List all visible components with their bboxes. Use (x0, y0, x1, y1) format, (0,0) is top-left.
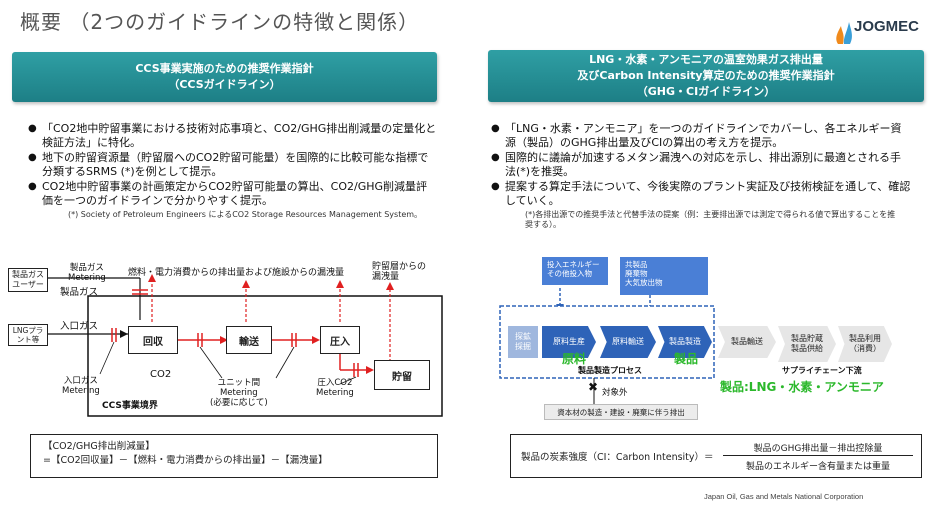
exclude-label: 対象外 (602, 388, 628, 398)
product-gas-metering-label: 製品ガス Metering (68, 263, 106, 283)
ghg-footnote: (*)各排出源での推奨手法と代替手法の提案（例：主要排出源では測定で得られる値で… (525, 210, 896, 229)
exclude-mark-icon: ✖ (588, 380, 599, 394)
ghg-bullet-1: 「LNG・水素・アンモニア」を一つのガイドラインでカバーし、各エネルギー資源（製… (491, 122, 911, 150)
ghg-supply-chain-diagram: 投入エネルギー その他投入物 共製品 廃棄物 大気放出物 探鉱 採掘 原料生産 … (490, 254, 930, 429)
inlet-gas-metering-label: 入口ガス Metering (62, 376, 100, 396)
input-item-2: その他投入物 (547, 269, 592, 278)
ccs-bullet-2: 地下の貯留資源量（貯留層へのCO2貯留可能量）を国際的に比較可能な指標で分類する… (28, 151, 438, 179)
ccs-bullet-1: 「CO2地中貯留事業における技術対応事項と、CO2/GHG排出削減量の定量化と検… (28, 122, 438, 150)
product-gas-user-box: 製品ガス ユーザー (8, 268, 48, 292)
ccs-flow-lines (40, 274, 443, 417)
input-energy-box: 投入エネルギー その他投入物 (542, 257, 608, 285)
ghg-header-line3: （GHG・CIガイドライン） (636, 85, 776, 98)
ccs-boundary-label: CCS事業境界 (102, 401, 158, 411)
byproduct-item-3: 大気放出物 (625, 278, 663, 287)
transport-box: 輸送 (226, 326, 272, 354)
ccs-bullet-list: 「CO2地中貯留事業における技術対応事項と、CO2/GHG排出削減量の定量化と検… (28, 122, 438, 220)
ci-formula: 製品の炭素強度（CI：Carbon Intensity）＝ 製品のGHG排出量－… (510, 434, 922, 478)
ghg-bullet-2: 国際的に議論が加速するメタン漏洩への対応を示し、排出源別に最適とされる手法(*)… (491, 151, 911, 179)
logo-wordmark: JOGMEC (854, 18, 920, 35)
injection-metering-label: 圧入CO2 Metering (316, 378, 354, 398)
product-overlay: 製品 (674, 352, 699, 366)
footer-credit: Japan Oil, Gas and Metals National Corpo… (704, 492, 864, 501)
byproduct-item-2: 廃棄物 (625, 269, 648, 278)
raw-production-step: 原料生産 (542, 326, 596, 358)
raw-material-overlay: 原料 (562, 352, 587, 366)
recovery-box: 回収 (128, 326, 178, 354)
flame-logo-icon (836, 22, 852, 44)
inlet-gas-label: 入口ガス (60, 321, 99, 332)
products-label: 製品:LNG・水素・アンモニア (720, 380, 884, 394)
injection-box: 圧入 (320, 326, 360, 354)
ghg-ci-guideline-header: LNG・水素・アンモニアの温室効果ガス排出量 及びCarbon Intensit… (488, 50, 924, 102)
explore-mining-step: 探鉱 採掘 (508, 326, 538, 358)
product-manufacture-step: 製品製造 (658, 326, 712, 358)
page-title: 概要 （2つのガイドラインの特徴と関係） (20, 10, 420, 34)
product-transport-step: 製品輸送 (718, 326, 776, 358)
ccs-footnote: (*) Society of Petroleum Engineers によるCO… (68, 210, 423, 219)
ccs-formula-body: =【CO2回収量】－【燃料・電力消費からの排出量】－【漏洩量】 (43, 455, 328, 466)
ci-formula-lhs: 製品の炭素強度（CI：Carbon Intensity）＝ (521, 452, 714, 463)
product-storage-step: 製品貯蔵 製品供給 (778, 326, 836, 362)
raw-transport-step: 原料輸送 (600, 326, 656, 358)
ghg-header-line2: 及びCarbon Intensity算定のための推奨作業指針 (577, 69, 835, 82)
ccs-flow-diagram: 製品ガス ユーザー LNGプラント等 回収 輸送 圧入 貯留 CCS事業境界 製… (0, 250, 470, 425)
ghg-bullet-3: 提案する算定手法について、今後実際のプラント実証及び技術検証を通して、確認してい… (491, 180, 911, 208)
reservoir-leak-label: 貯留層からの 漏洩量 (372, 262, 427, 282)
ccs-reduction-formula: 【CO2/GHG排出削減量】 =【CO2回収量】－【燃料・電力消費からの排出量】… (30, 434, 438, 478)
ccs-formula-title: 【CO2/GHG排出削減量】 (43, 441, 155, 452)
ccs-guideline-header: CCS事業実施のための推奨作業指針 （CCSガイドライン） (12, 52, 437, 102)
ccs-header-line1: CCS事業実施のための推奨作業指針 (135, 62, 314, 75)
ci-formula-denominator: 製品のエネルギー含有量または重量 (745, 462, 890, 472)
ccs-bullet-3: CO2地中貯留事業の計画策定からCO2貯留可能量の算出、CO2/GHG削減量評価… (28, 180, 438, 208)
capital-goods-box: 資本材の製造・建設・廃棄に伴う排出 (544, 404, 698, 420)
byproduct-item-1: 共製品 (625, 260, 648, 269)
ccs-header-line2: （CCSガイドライン） (168, 78, 281, 91)
emission-leak-label: 燃料・電力消費からの排出量および施設からの漏洩量 (128, 268, 345, 278)
unit-metering-label: ユニット間 Metering (必要に応じて) (210, 378, 268, 408)
manufacturing-process-label: 製品製造プロセス (578, 366, 642, 375)
product-gas-label: 製品ガス (60, 287, 99, 298)
ci-formula-numerator: 製品のGHG排出量－排出控除量 (753, 444, 883, 454)
supply-chain-downstream-label: サプライチェーン下流 (782, 366, 862, 375)
product-use-step: 製品利用 （消費） (838, 326, 892, 362)
input-item-1: 投入エネルギー (547, 260, 600, 269)
storage-box: 貯留 (374, 360, 430, 390)
ci-fraction-bar (723, 455, 913, 456)
jogmec-logo: JOGMEC (832, 16, 932, 50)
co2-label: CO2 (150, 369, 172, 380)
byproduct-box: 共製品 廃棄物 大気放出物 (620, 257, 708, 295)
lng-plant-box: LNGプラント等 (8, 324, 48, 346)
ghg-bullet-list: 「LNG・水素・アンモニア」を一つのガイドラインでカバーし、各エネルギー資源（製… (491, 122, 911, 230)
ghg-header-line1: LNG・水素・アンモニアの温室効果ガス排出量 (589, 53, 823, 66)
